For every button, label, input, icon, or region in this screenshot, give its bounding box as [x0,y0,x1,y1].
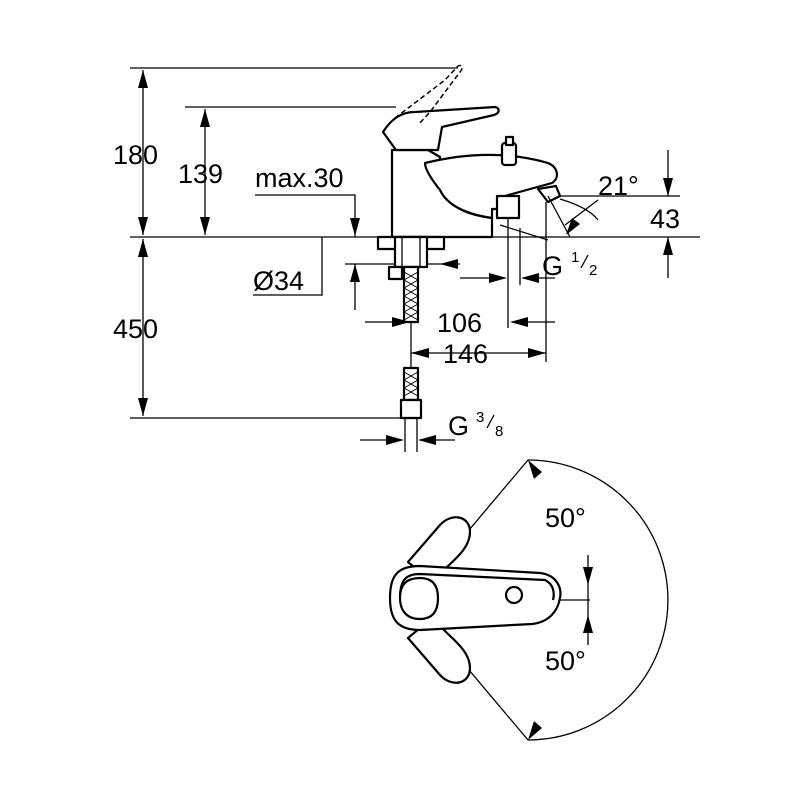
diameter-leader [253,237,323,296]
arrow-head [386,435,404,445]
lever-grip-pad [398,576,440,621]
dimension-label-max-30: max.30 [255,163,344,193]
arrow-head [200,217,210,235]
braid-pattern-lower [403,371,419,397]
hose-outlet-connector [495,194,521,220]
top-view: 50° 50° [388,459,669,741]
arrow-head [350,264,360,282]
outlet-leader [499,224,549,241]
angle-leader [564,199,599,226]
dimension-label-139: 139 [178,159,223,189]
diverter-button [504,585,524,605]
arrow-head [566,218,580,235]
arrow-head [528,460,542,479]
arrow-head [528,721,542,740]
dimension-label-450: 450 [113,314,158,344]
thread-hose-denominator: 8 [495,423,503,440]
side-view: 180 139 450 max.30 Ø34 [113,64,700,452]
faucet-spout [423,153,558,220]
arrow-head [411,348,429,358]
angle-arc [559,198,599,221]
thread-label-hose: G [448,411,469,441]
arrow-head [489,273,507,283]
arrow-head [392,317,410,327]
thread-outlet-numerator: 1 [571,249,579,266]
arrow-head [663,237,673,255]
lever-raised-position [394,64,463,126]
arrow-head [528,348,546,358]
arrow-head [138,217,148,235]
diverter-cap [504,135,515,147]
arrow-head [200,109,210,127]
mounting-shank [393,235,429,269]
fraction-slash [580,254,589,269]
thread-outlet-denominator: 2 [589,262,597,279]
braid-pattern [403,271,419,321]
thread-label-outlet: G [542,251,563,281]
angle-line [547,195,571,238]
lever-swung-down [406,616,472,684]
hose-fitting [399,398,423,420]
rotation-label-upper: 50° [545,503,586,533]
angle-label-21: 21° [598,171,639,201]
dimension-label-diameter: Ø34 [253,266,304,296]
lever-handle [381,105,500,152]
shank-nut [387,265,404,281]
dimension-label-43: 43 [650,204,680,234]
thread-hose-numerator: 3 [476,409,484,426]
dimension-label-106: 106 [437,308,482,338]
arrow-head [138,398,148,416]
max-30-leader [255,194,356,237]
lever-top-inner-edge [398,572,555,601]
dimension-label-180: 180 [113,140,158,170]
diverter-knob [500,141,518,167]
rotation-label-lower: 50° [545,646,586,676]
arrow-head [440,259,458,269]
rotation-arc [527,459,669,741]
fraction-slash [486,414,495,429]
spout-outlet [536,184,562,204]
arrow-head [350,218,360,236]
arrow-head [663,178,673,196]
arrow-head [138,70,148,88]
dimension-label-146: 146 [443,339,488,369]
arrow-head [138,239,148,257]
